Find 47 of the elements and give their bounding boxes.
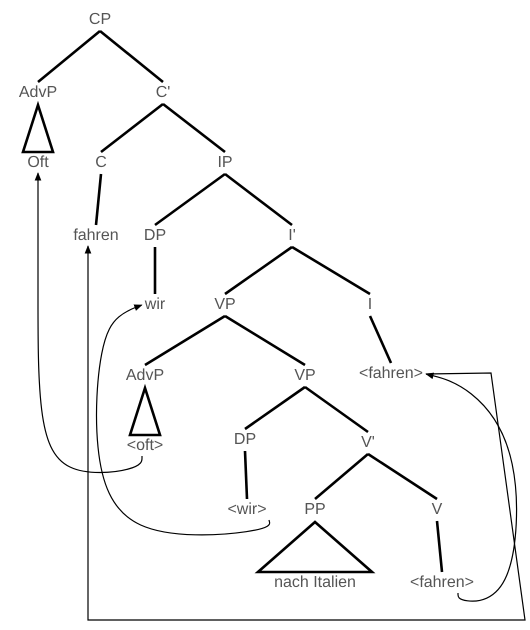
tree-label: I <box>366 296 374 314</box>
tree-label: C' <box>154 84 172 102</box>
branch-line <box>154 247 156 294</box>
tree-label: VP <box>213 296 237 314</box>
tree-label: C <box>94 154 108 172</box>
branch-line <box>291 246 371 296</box>
branch-line <box>244 386 306 430</box>
tree-label: <fahren> <box>408 574 476 592</box>
branch-line <box>244 450 248 500</box>
branch-line <box>367 452 438 500</box>
tree-label: IP <box>216 154 234 172</box>
tree-label: <oft> <box>126 437 164 455</box>
tree-label: <wir> <box>226 501 268 519</box>
tree-label: nach Italien <box>273 574 357 592</box>
tree-label: PP <box>303 501 327 519</box>
branch-line <box>154 172 226 226</box>
branch-line <box>94 174 102 226</box>
branch-line <box>314 453 369 500</box>
tree-label: AdvP <box>18 84 58 102</box>
branch-line <box>304 386 369 434</box>
tree-label: fahren <box>72 227 120 245</box>
tree-label: <fahren> <box>358 365 424 383</box>
tree-label: wir <box>144 296 166 314</box>
tree-label: VP <box>293 367 317 385</box>
tree-label: I' <box>287 227 297 245</box>
tree-label: V <box>430 501 444 519</box>
branch-line <box>224 246 293 296</box>
roof-triangle <box>128 384 162 436</box>
tree-label: Oft <box>26 154 50 172</box>
tree-label: DP <box>142 227 168 245</box>
branch-line <box>224 314 306 366</box>
movement-arrow <box>84 245 526 621</box>
tree-label: DP <box>232 431 258 449</box>
roof-triangle <box>254 520 376 574</box>
roof-triangle <box>21 100 55 154</box>
branch-line <box>162 102 226 154</box>
branch-line <box>99 30 164 84</box>
branch-line <box>436 520 444 572</box>
branch-line <box>37 30 101 83</box>
branch-line <box>224 172 293 226</box>
tree-label: CP <box>88 11 112 29</box>
movement-arrow <box>34 172 143 474</box>
tree-label: V' <box>360 434 376 452</box>
tree-label: AdvP <box>124 367 166 385</box>
branch-line <box>144 314 226 366</box>
branch-line <box>368 315 392 364</box>
branch-line <box>100 102 164 154</box>
